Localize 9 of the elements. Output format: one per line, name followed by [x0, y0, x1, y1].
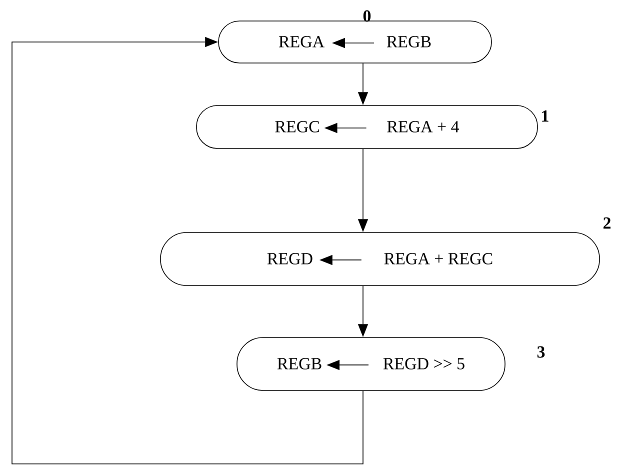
- arrow: [12, 36, 364, 464]
- step-number: 0: [363, 10, 371, 22]
- terminal-box: REGB REGD >> 5: [236, 337, 506, 391]
- step-number: 1: [542, 110, 548, 122]
- terminal-box: REGA REGB: [218, 20, 492, 64]
- step-number: 3: [537, 346, 545, 358]
- terminal-box: REGD REGA + REGC: [160, 232, 600, 286]
- terminal-box: REGC REGA + 4: [196, 105, 538, 149]
- step-number: 2: [603, 217, 610, 229]
